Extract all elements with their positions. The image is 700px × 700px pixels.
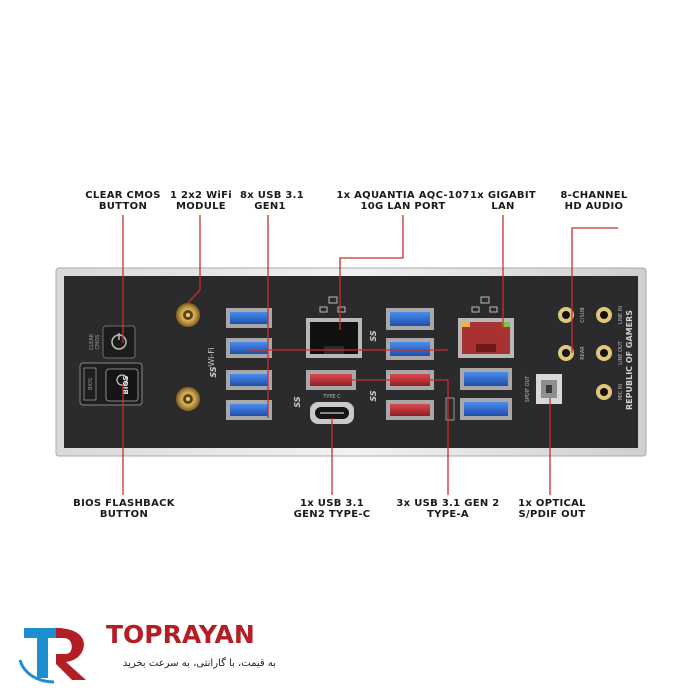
usb-bracket-mark (445, 397, 455, 421)
clear-cmos-button[interactable] (102, 325, 136, 359)
type-c-text: TYPE C (322, 394, 341, 400)
usb-gen1-port-1 (226, 308, 272, 328)
ss-mark-mid-top: SS (369, 330, 378, 341)
usb-gen1-port-2 (226, 338, 272, 358)
rog-text: REPUBLIC OF GAMERS (625, 310, 634, 410)
brand-part2: RAYAN (162, 620, 255, 649)
wifi-text: Wi-Fi (207, 347, 216, 366)
svg-text:CMOS: CMOS (95, 335, 101, 350)
aquantia-10g-lan-port (306, 318, 362, 358)
audio-jack-line-in (596, 307, 612, 323)
leader-wifi (187, 215, 201, 304)
usb-gen1-port-3 (226, 370, 272, 390)
leader-aquantia (339, 215, 404, 330)
toprayan-tagline: به قیمت، با گارانتی، به سرعت بخرید (122, 658, 276, 669)
toprayan-logo-mark (18, 628, 86, 684)
usb-gen1-port-7 (460, 368, 512, 390)
gigabit-lan-port (458, 318, 514, 358)
audio-label-line-out: LINE OUT (618, 340, 624, 364)
audio-jack-mic-in (596, 384, 612, 400)
leader-gen2a (338, 379, 449, 495)
toprayan-logo: TOPRAYAN به قیمت، با گارانتی، به سرعت بخ… (16, 620, 276, 690)
bios-text: BIOS (122, 376, 130, 395)
audio-jack-csub (558, 307, 574, 323)
svg-text:CLEAR: CLEAR (89, 333, 95, 350)
usb-gen2-type-a-port-red-2 (386, 400, 434, 420)
ss-mark-left: SS (209, 366, 218, 377)
optical-spdif-port (536, 374, 562, 404)
usb-gen1-port-6 (386, 338, 434, 360)
usb-gen2-type-a-port-red-left (306, 370, 356, 390)
usb-gen1-port-5 (386, 308, 434, 330)
audio-label-rear: REAR (580, 346, 586, 360)
ss-mark-typec: SS (293, 396, 302, 407)
bios-side-text: BIOS (88, 378, 94, 390)
wifi-antenna-top (176, 303, 200, 327)
leader-lines (122, 215, 618, 495)
wifi-antenna-bottom (176, 387, 200, 411)
lan-icon-aquantia (319, 296, 346, 313)
toprayan-brand-text: TOPRAYAN (106, 620, 255, 649)
audio-jack-line-out (596, 345, 612, 361)
brand-part1: TOP (106, 620, 163, 649)
usb-type-c-port (310, 402, 354, 424)
ss-mark-mid-bottom: SS (369, 390, 378, 401)
usb-gen1-port-4 (226, 400, 272, 420)
leader-audio (571, 227, 618, 353)
io-shield-frame (55, 267, 647, 457)
usb-gen1-port-8 (460, 398, 512, 420)
audio-label-line-in: LINE IN (618, 306, 624, 324)
clear-cmos-text: CLEAR CMOS (89, 333, 101, 350)
bios-flashback-button[interactable]: BIOS BIOS (79, 362, 143, 406)
audio-label-spdif-out: SPDIF OUT (525, 375, 531, 403)
audio-jack-rear (558, 345, 574, 361)
lan-icon-gigabit (471, 296, 498, 313)
audio-label-csub: C/SUB (580, 307, 586, 323)
audio-label-mic-in: MIC IN (618, 384, 624, 400)
audio-labels: C/SUB LINE IN REAR LINE OUT SPDIF OUT MI… (525, 306, 624, 403)
